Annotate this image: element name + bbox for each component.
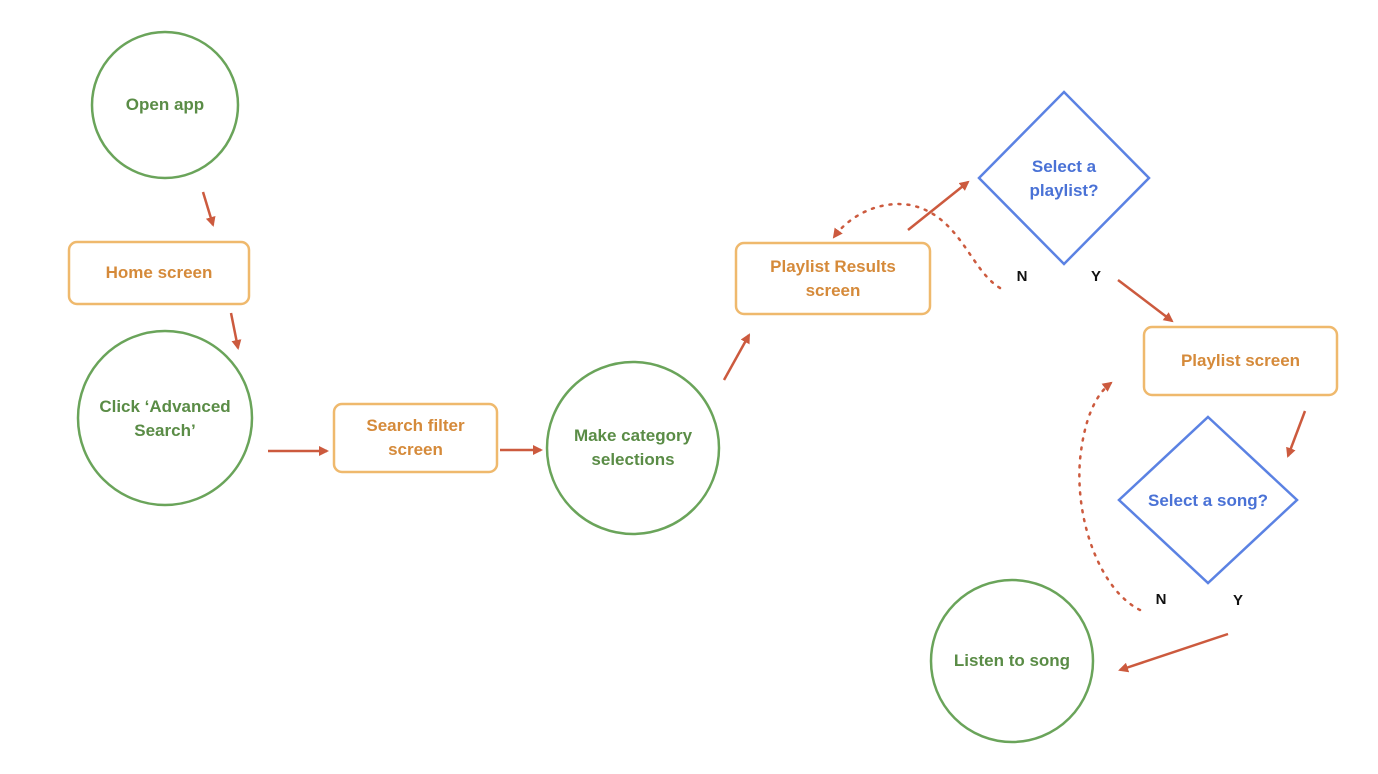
select-playlist-no-label: N [1016, 268, 1028, 285]
arrow-yes-to-listen-song [1118, 632, 1229, 673]
select-playlist-yes-label: Y [1090, 268, 1101, 285]
search-filter-screen-label: Search filter screen [366, 416, 465, 459]
select-playlist-label: Select a playlist? [1029, 157, 1099, 200]
playlist-results-screen-label: Playlist Results screen [770, 256, 896, 300]
open-app-label: Open app [125, 95, 205, 114]
select-song-label: Select a song? [1148, 491, 1268, 510]
click-advanced-search-node [76, 329, 254, 507]
arrow-category-to-results [722, 333, 751, 381]
select-song-decision [1117, 415, 1299, 585]
click-advanced-search-label: Click ‘Advanced Search’ [99, 397, 231, 440]
playlist-screen-node [1142, 325, 1339, 397]
playlist-results-screen-node [734, 241, 932, 316]
make-category-selections-label: Make category selections [573, 426, 693, 469]
arrow-playlist-screen-to-select-song [1286, 410, 1307, 458]
arrow-results-to-select-playlist [907, 180, 970, 231]
home-screen-node [67, 240, 251, 306]
arrow-open-to-home [201, 191, 216, 227]
make-category-selections-node [545, 360, 721, 536]
arrow-home-to-click [229, 312, 242, 350]
home-screen-label: Home screen [105, 263, 213, 282]
dotted-arrow-no-song-loop [1078, 381, 1142, 612]
select-song-no-label: N [1155, 591, 1167, 608]
playlist-screen-label: Playlist screen [1180, 351, 1301, 370]
select-playlist-decision [977, 90, 1151, 266]
select-song-yes-label: Y [1232, 592, 1243, 609]
arrow-yes-to-playlist-screen [1117, 279, 1174, 323]
listen-to-song-node [929, 578, 1095, 744]
dotted-arrow-no-playlist-loop [832, 202, 1002, 290]
open-app-node [90, 30, 240, 180]
search-filter-screen-node [332, 402, 499, 474]
listen-to-song-label: Listen to song [953, 651, 1071, 670]
